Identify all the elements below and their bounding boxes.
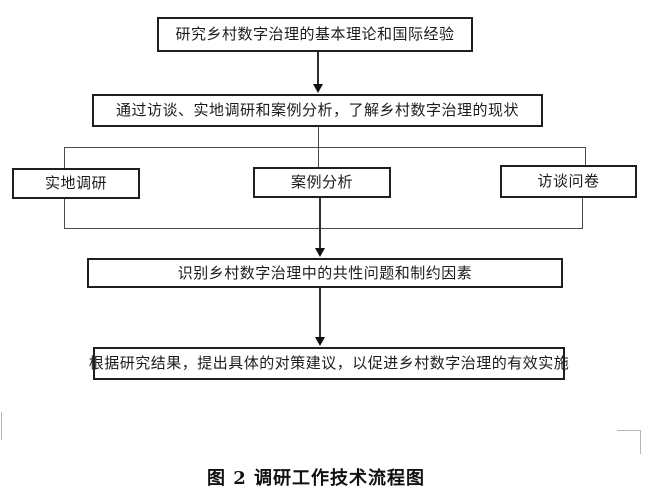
connector-right-mergebar (582, 198, 583, 229)
flow-node-case-analysis: 案例分析 (253, 167, 391, 198)
flow-node-label: 研究乡村数字治理的基本理论和国际经验 (175, 25, 455, 44)
flow-node-label: 根据研究结果，提出具体的对策建议，以促进乡村数字治理的有效实施 (88, 354, 570, 373)
text-boundary-mark-right (640, 430, 641, 454)
down-arrowhead-icon (315, 248, 325, 257)
down-arrowhead-icon (315, 337, 325, 346)
flow-node-research-theory: 研究乡村数字治理的基本理论和国际经验 (157, 17, 473, 52)
flow-node-understand-status: 通过访谈、实地调研和案例分析，了解乡村数字治理的现状 (92, 94, 543, 127)
connector-left-mergebar (64, 199, 65, 229)
flow-node-label: 识别乡村数字治理中的共性问题和制约因素 (177, 263, 473, 282)
down-arrowhead-icon (313, 84, 323, 93)
flow-node-propose-suggestions: 根据研究结果，提出具体的对策建议，以促进乡村数字治理的有效实施 (89, 347, 569, 380)
connector-step2-branchbar (318, 127, 319, 147)
flow-node-label: 实地调研 (44, 174, 107, 193)
flow-node-label: 通过访谈、实地调研和案例分析，了解乡村数字治理的现状 (115, 101, 519, 120)
connector-step1-step2 (317, 52, 319, 84)
connector-branchbar-center (318, 147, 319, 167)
figure-caption: 图 2 调研工作技术流程图 (206, 468, 426, 489)
text-boundary-mark-left (1, 412, 2, 440)
connector-center-step3 (319, 198, 321, 249)
branch-bar-bottom (64, 228, 583, 229)
connector-branchbar-right (585, 147, 586, 165)
flow-node-interview-questionnaire: 访谈问卷 (500, 165, 637, 198)
flow-node-label: 案例分析 (290, 173, 353, 192)
connector-step3-step4 (319, 288, 321, 337)
connector-branchbar-left (64, 147, 65, 168)
flow-node-identify-problems: 识别乡村数字治理中的共性问题和制约因素 (87, 258, 563, 288)
flow-node-field-research: 实地调研 (12, 168, 140, 199)
flow-node-label: 访谈问卷 (537, 172, 600, 191)
text-boundary-mark-right (617, 430, 641, 431)
branch-bar-top (64, 147, 586, 148)
